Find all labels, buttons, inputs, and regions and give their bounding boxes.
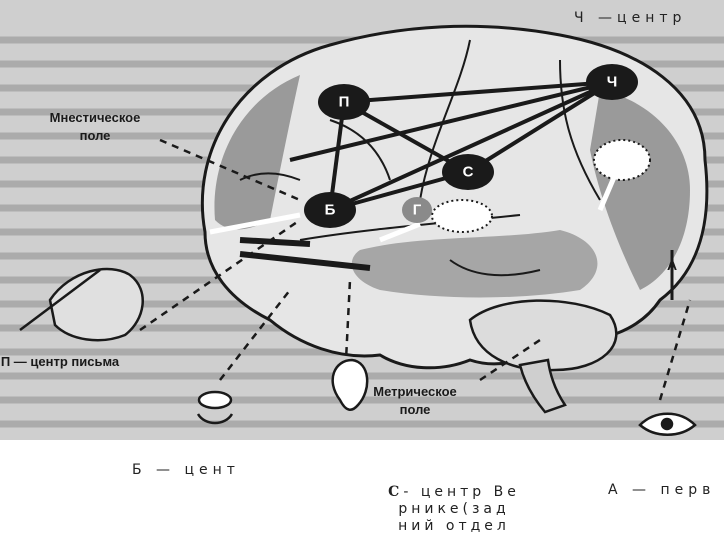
caption-s-line3: ний отдел	[374, 518, 534, 535]
svg-text:Г: Г	[413, 202, 422, 219]
label-mnestic-field-2: поле	[80, 128, 111, 143]
node-Ch: Ч	[586, 64, 638, 100]
svg-text:А: А	[667, 257, 677, 273]
label-mnestic-field-1: Мнестическое	[50, 110, 141, 125]
label-metric-field-1: Метрическое	[373, 384, 457, 399]
label-writing-center: П — центр письма	[1, 354, 120, 369]
caption-s-center: С- центр Ве рнике(зад ний отдел	[374, 484, 534, 535]
caption-s-line1: - центр Ве	[403, 484, 520, 500]
svg-text:С: С	[463, 164, 474, 181]
caption-a-center: А — перв	[608, 482, 715, 498]
svg-text:П: П	[339, 94, 350, 111]
node-P: П	[318, 84, 370, 120]
caption-s-letter: С	[388, 484, 403, 500]
dotted-area-visual	[594, 140, 650, 180]
dotted-area-wernicke	[432, 200, 492, 232]
caption-s-line2: рнике(зад	[374, 501, 534, 518]
node-G: Г	[402, 197, 432, 223]
svg-text:Б: Б	[325, 202, 336, 219]
node-S: С	[442, 154, 494, 190]
caption-b-center: Б — цент	[132, 462, 240, 478]
caption-ch-center: Ч —центр	[574, 10, 686, 26]
label-metric-field-2: поле	[400, 402, 431, 417]
svg-text:Ч: Ч	[607, 74, 618, 91]
node-B: Б	[304, 192, 356, 228]
